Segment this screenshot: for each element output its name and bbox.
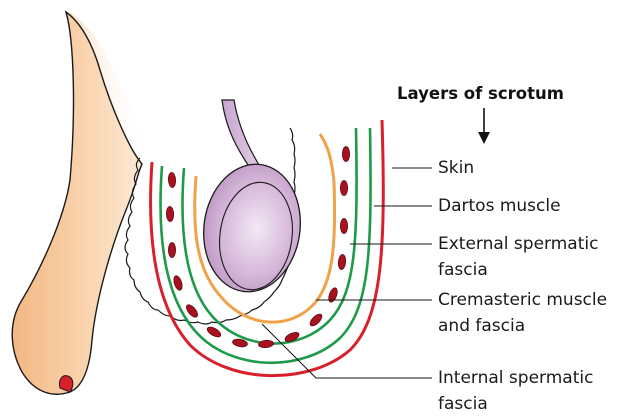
- cremasteric-oval: [172, 275, 183, 291]
- label-internal-2: fascia: [438, 391, 488, 417]
- testis: [196, 158, 309, 298]
- label-cremasteric-1: Cremasteric muscle: [438, 287, 607, 313]
- label-external-1: External spermatic: [438, 231, 598, 257]
- cremasteric-oval: [184, 303, 199, 319]
- cremasteric-oval: [206, 325, 223, 339]
- cremasteric-oval: [168, 172, 176, 187]
- label-skin: Skin: [438, 155, 474, 181]
- cremasteric-oval: [340, 219, 347, 234]
- cremasteric-oval: [166, 206, 174, 221]
- cremasteric-oval: [338, 254, 346, 270]
- cremasteric-oval: [327, 287, 339, 304]
- cremasteric-oval: [258, 340, 274, 348]
- diagram-title: Layers of scrotum: [397, 84, 564, 103]
- label-dartos: Dartos muscle: [438, 193, 561, 219]
- penis: [12, 12, 142, 394]
- cremasteric-oval: [340, 181, 347, 196]
- title-arrow-head: [478, 132, 490, 144]
- label-external-2: fascia: [438, 257, 488, 283]
- cremasteric-oval: [342, 147, 349, 162]
- cremasteric-oval: [308, 312, 324, 328]
- cremasteric-oval: [168, 243, 175, 258]
- label-cremasteric-2: and fascia: [438, 313, 525, 339]
- label-internal-1: Internal spermatic: [438, 365, 593, 391]
